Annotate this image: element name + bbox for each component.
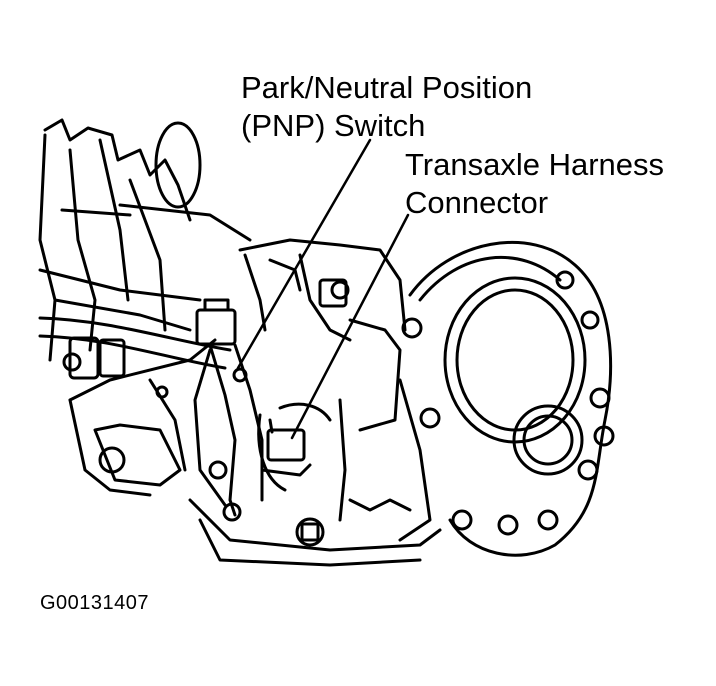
pnp-label-line2: (PNP) Switch bbox=[241, 108, 426, 143]
pnp-leader-line bbox=[236, 138, 372, 370]
pnp-switch-callout: Park/Neutral Position (PNP) Switch bbox=[241, 69, 532, 145]
wiring-harness-tube bbox=[38, 316, 232, 380]
figure-code: G00131407 bbox=[40, 592, 150, 614]
bell-housing bbox=[408, 240, 613, 557]
harness-connector-callout: Transaxle Harness Connector bbox=[405, 146, 664, 222]
engine-block-outline bbox=[38, 118, 252, 362]
lower-housing-outline bbox=[68, 338, 217, 497]
bell-housing-bolts bbox=[330, 270, 615, 536]
leader-lines bbox=[236, 138, 410, 440]
harness-label-line2: Connector bbox=[405, 185, 549, 220]
harness-leader-line bbox=[290, 213, 410, 440]
pnp-label-line1: Park/Neutral Position bbox=[241, 70, 533, 105]
pnp-switch-body bbox=[193, 298, 264, 522]
harness-label-line1: Transaxle Harness bbox=[405, 147, 665, 182]
transaxle-case bbox=[188, 238, 442, 567]
transaxle-harness-connector bbox=[257, 402, 332, 492]
